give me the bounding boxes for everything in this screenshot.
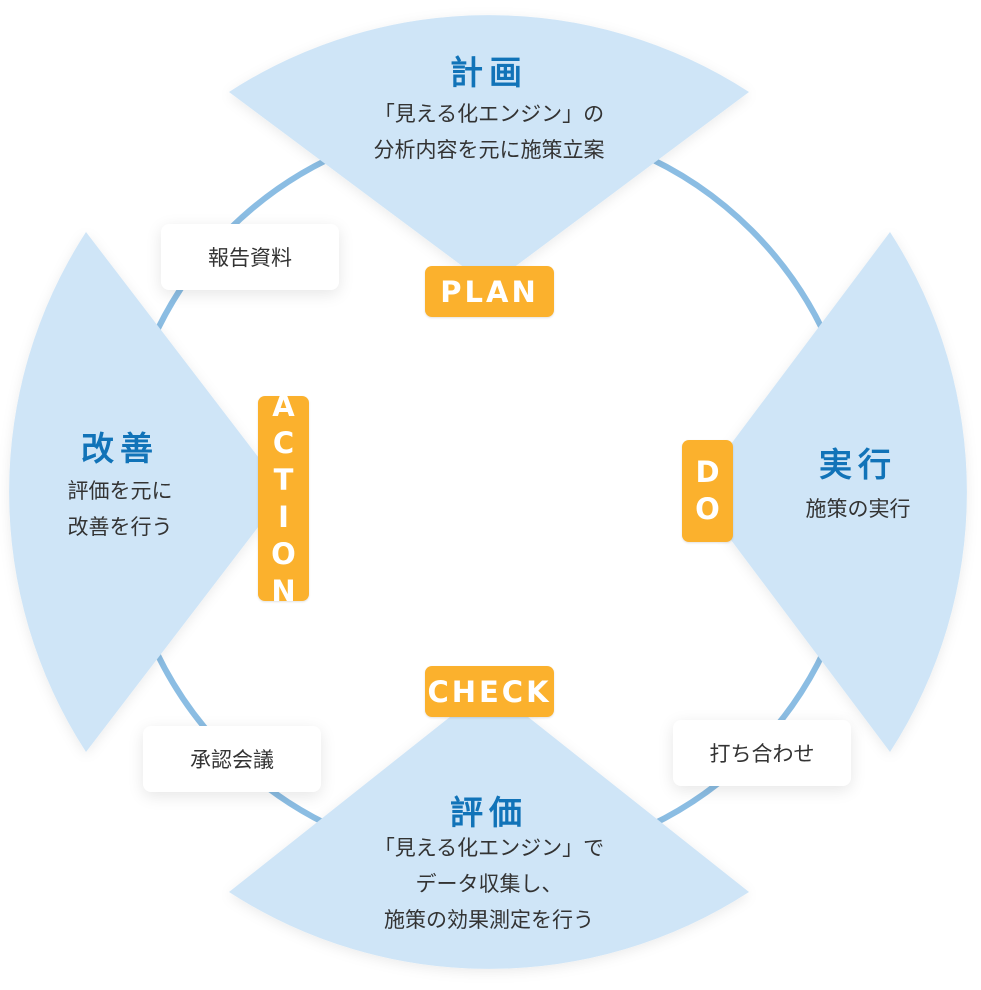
action-badge-letter: I [278,499,289,534]
do-badge: D O [682,440,733,542]
action-sector [9,232,286,752]
action-badge-letter: A [272,388,295,423]
plan-sector [229,15,749,287]
do-sector [695,232,967,752]
do-badge-letter: O [695,492,720,526]
check-description-line: 「見える化エンジン」で [373,836,605,860]
do-badge-letter: D [695,455,720,489]
action-badge-letter: C [272,425,295,460]
report-label: 報告資料 [161,224,339,290]
plan-title: 計画 [450,53,528,92]
action-badge-letter: O [271,536,296,571]
action-badge-letter: T [273,462,294,497]
plan-description-line: 分析内容を元に施策立案 [373,138,605,162]
plan-description: 「見える化エンジン」の 分析内容を元に施策立案 [339,96,639,168]
action-title: 改善 [81,429,159,468]
check-description-line: データ収集し、 [415,872,563,896]
plan-badge: PLAN [425,266,554,317]
check-description-line: 施策の効果測定を行う [384,908,594,932]
action-badge: A C T I O N [258,389,309,608]
action-badge-letter: N [271,573,296,608]
action-description-line: 改善を行う [67,515,173,539]
check-description: 「見える化エンジン」で データ収集し、 施策の効果測定を行う [339,830,639,938]
do-title: 実行 [819,445,897,484]
check-sector [229,686,749,969]
action-description: 評価を元に 改善を行う [20,473,220,545]
do-description: 施策の実行 [805,497,911,521]
check-title: 評価 [450,793,528,832]
action-description-line: 評価を元に [67,479,173,503]
meeting-label: 打ち合わせ [673,720,851,786]
plan-description-line: 「見える化エンジン」の [373,102,605,126]
approval-label: 承認会議 [143,726,321,792]
check-badge: CHECK [425,666,554,717]
